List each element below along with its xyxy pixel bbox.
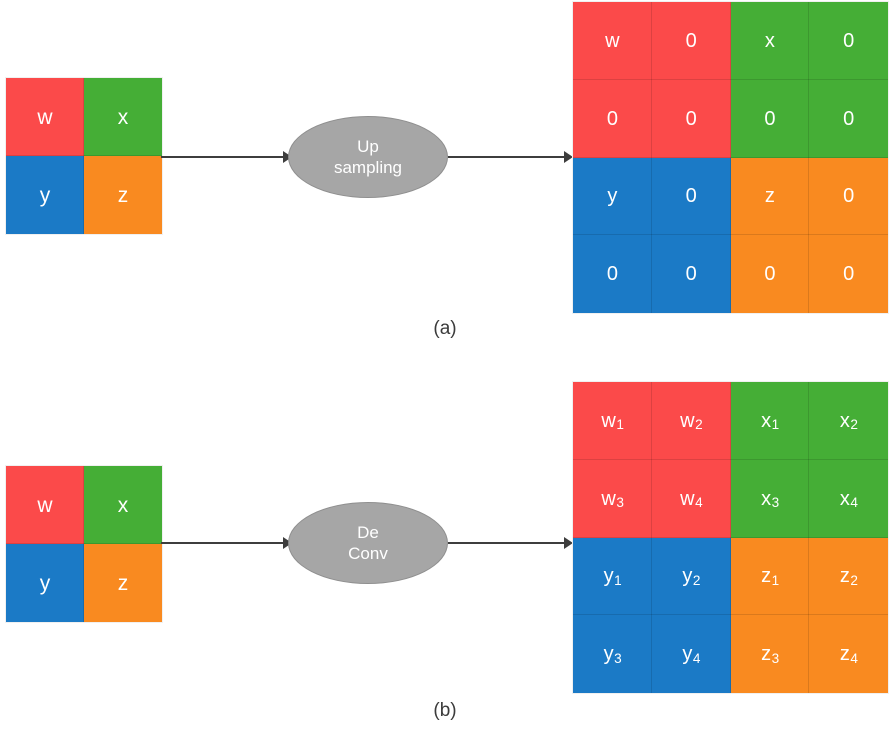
output-cell-0-r2c3: 0 — [809, 157, 888, 236]
output-cell-0-r3c2: 0 — [730, 235, 810, 313]
output-cell-y-r2c0: y — [573, 157, 652, 236]
arrow-head — [564, 151, 573, 163]
input-cell-x: x — [84, 466, 162, 544]
arrow-input-to-op-b — [161, 537, 292, 549]
arrow-shaft — [448, 542, 564, 544]
arrow-op-to-output-a — [448, 151, 573, 163]
input-cell-w: w — [6, 466, 84, 544]
input-cell-z: z — [84, 544, 162, 622]
output-cell-0-r1c0: 0 — [573, 79, 652, 158]
arrow-shaft — [448, 156, 564, 158]
operation-label-line1: De — [357, 522, 379, 542]
arrow-op-to-output-b — [448, 537, 573, 549]
output-cell-0-r0c3: 0 — [809, 2, 888, 80]
arrow-input-to-op-a — [161, 151, 292, 163]
input-cell-y: y — [6, 544, 84, 622]
operation-node-deconv: De Conv — [288, 502, 448, 584]
output-cell-0-r1c2: 0 — [730, 79, 810, 158]
operation-label-line2: Conv — [348, 544, 388, 563]
arrow-head — [564, 537, 573, 549]
input-cell-z: z — [84, 156, 162, 234]
arrow-head — [283, 151, 292, 163]
input-cell-w: w — [6, 78, 84, 156]
operation-label-line2: sampling — [333, 158, 403, 177]
output-cell-0-r2c1: 0 — [651, 157, 731, 236]
input-cell-y: y — [6, 156, 84, 234]
operation-node-upsampling: Up sampling — [288, 116, 448, 198]
output-cell-z-r2c2: z — [730, 157, 810, 236]
output-cell-0-r3c1: 0 — [651, 235, 731, 313]
arrow-shaft — [161, 542, 283, 544]
output-cell-0-r3c3: 0 — [809, 235, 888, 313]
output-cell-0-r1c1: 0 — [651, 79, 731, 158]
input-cell-x: x — [84, 78, 162, 156]
panel-caption-b: (b) — [433, 700, 457, 721]
panel-caption-a: (a) — [433, 318, 457, 339]
output-cell-0-r1c3: 0 — [809, 79, 888, 158]
output-cell-0-r0c1: 0 — [651, 2, 731, 80]
arrow-shaft — [161, 156, 283, 158]
output-cell-x-r0c2: x — [730, 2, 810, 80]
output-cell-0-r3c0: 0 — [573, 235, 652, 313]
output-cell-w-r0c0: w — [573, 2, 652, 80]
operation-label-line1: Up — [357, 136, 379, 156]
arrow-head — [283, 537, 292, 549]
